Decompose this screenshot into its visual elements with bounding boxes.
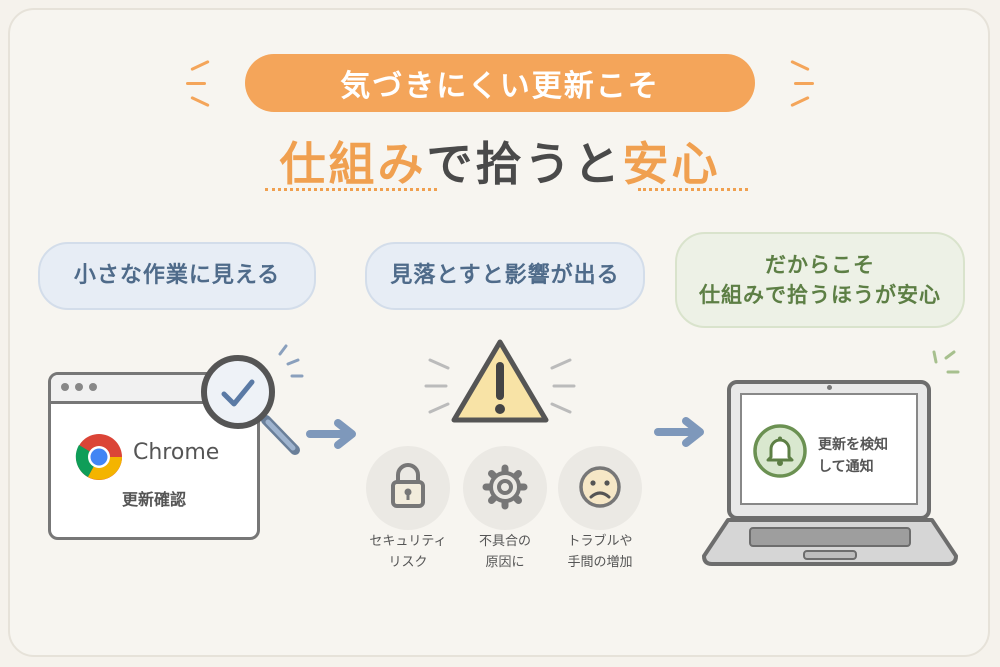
- risk-label-3-line1: トラブルや: [567, 534, 633, 549]
- window-dot: [61, 383, 69, 391]
- risk-label-2-line1: 不具合の: [478, 534, 531, 549]
- window-dot: [89, 383, 97, 391]
- step-bubble-2: 見落とすと影響が出る: [365, 242, 645, 310]
- laptop-camera: [827, 385, 832, 390]
- sparkle-icon: [932, 350, 960, 374]
- header-pill: 気づきにくい更新こそ: [245, 54, 755, 112]
- step-label-3-line1: だからこそ: [765, 252, 875, 277]
- notify-text: 更新を検知 して通知: [818, 434, 888, 479]
- title-highlight-1: 仕組み: [279, 137, 427, 191]
- risk-label-2-line2: 原因に: [485, 554, 525, 570]
- bell-icon: [753, 424, 807, 478]
- risk-label-1-line1: セキュリティ: [369, 534, 447, 549]
- step-label-1: 小さな作業に見える: [73, 263, 281, 289]
- title-underline-1: [265, 188, 437, 191]
- ray-left-2: [186, 82, 206, 85]
- notify-line-1: 更新を検知: [818, 437, 888, 453]
- arrow-right-icon: [654, 417, 704, 447]
- magnifier-check-icon: [201, 344, 304, 455]
- title-middle: で拾うと: [426, 137, 623, 191]
- risk-label-2: 不具合の 原因に: [455, 532, 555, 574]
- page-title: 仕組みで拾うと安心: [0, 128, 1000, 194]
- window-dot: [75, 383, 83, 391]
- lock-icon: [391, 463, 425, 508]
- step-label-3-line2: 仕組みで拾うほうが安心: [699, 283, 941, 307]
- chrome-logo-icon: [75, 434, 122, 480]
- risk-label-1: セキュリティ リスク: [356, 532, 460, 574]
- step-bubble-1: 小さな作業に見える: [38, 242, 316, 310]
- sad-face-icon: [579, 466, 621, 508]
- step-bubble-3: だからこそ 仕組みで拾うほうが安心: [675, 232, 965, 328]
- laptop-base: [702, 518, 958, 566]
- gear-icon: [482, 464, 528, 510]
- ray-right-2: [794, 82, 814, 85]
- arrow-right-icon: [306, 419, 356, 449]
- browser-brand: Chrome: [133, 440, 220, 465]
- notify-line-2: して通知: [818, 459, 874, 476]
- warning-icon: [424, 339, 576, 423]
- risk-label-3: トラブルや 手間の増加: [549, 532, 651, 574]
- risk-label-1-line2: リスク: [388, 554, 428, 570]
- browser-caption: 更新確認: [121, 490, 186, 509]
- risk-label-3-line2: 手間の増加: [567, 554, 633, 570]
- step-label-2: 見落とすと影響が出る: [390, 263, 620, 289]
- title-underline-2: [638, 188, 748, 191]
- title-highlight-2: 安心: [622, 137, 721, 191]
